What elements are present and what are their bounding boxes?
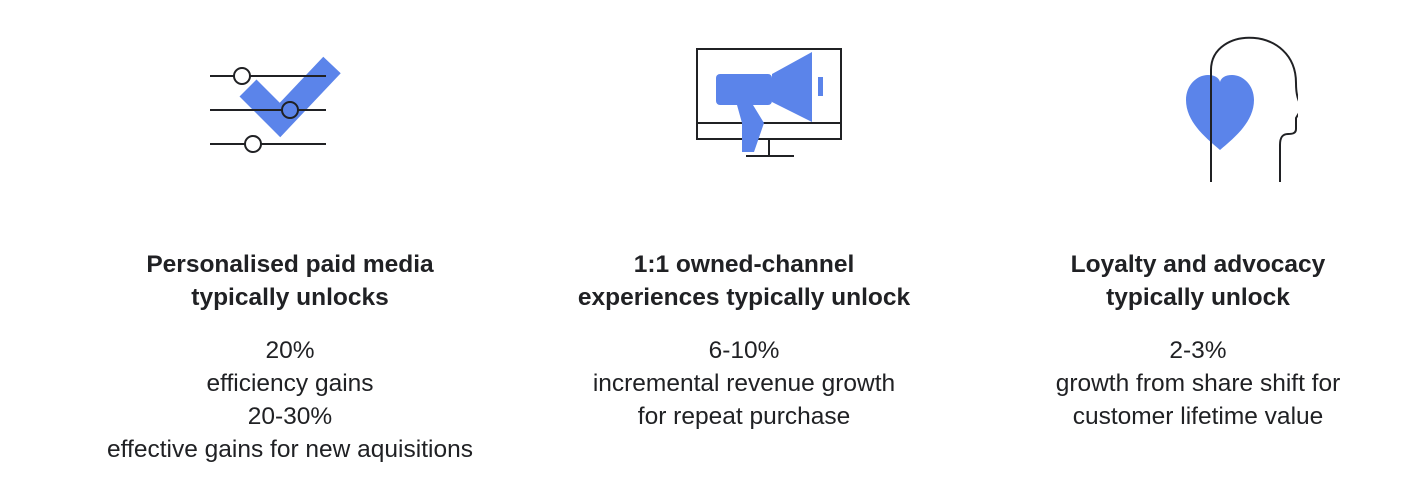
stat-value: 6-10% xyxy=(708,337,780,364)
stat-description: effective gains for new aquisitions xyxy=(107,436,473,463)
stat-description: incremental revenue growth xyxy=(592,370,896,397)
stat-description: for repeat purchase xyxy=(637,403,851,430)
stat-value: 20-30% xyxy=(247,403,333,430)
head-heart-icon xyxy=(1098,30,1298,195)
column-stats: 20% efficiency gains 20-30% effective ga… xyxy=(60,334,520,466)
heading-line: typically unlock xyxy=(1106,284,1290,311)
heading-line: experiences typically unlock xyxy=(577,284,911,311)
stat-description: efficiency gains xyxy=(206,370,374,397)
heading-line: Loyalty and advocacy xyxy=(1070,251,1326,278)
column-heading: Personalised paid media typically unlock… xyxy=(60,248,520,314)
column-stats: 6-10% incremental revenue growth for rep… xyxy=(514,334,974,433)
column-paid-media: Personalised paid media typically unlock… xyxy=(60,0,520,492)
column-loyalty: Loyalty and advocacy typically unlock 2-… xyxy=(968,0,1428,492)
monitor-megaphone-icon xyxy=(644,30,844,195)
stat-value: 2-3% xyxy=(1169,337,1227,364)
heading-line: Personalised paid media xyxy=(146,251,434,278)
column-heading: Loyalty and advocacy typically unlock xyxy=(968,248,1428,314)
stat-description: growth from share shift for xyxy=(1055,370,1341,397)
sliders-checkmark-icon xyxy=(190,30,390,195)
stat-description: customer lifetime value xyxy=(1072,403,1324,430)
column-stats: 2-3% growth from share shift for custome… xyxy=(968,334,1428,433)
heading-line: typically unlocks xyxy=(191,284,389,311)
heading-line: 1:1 owned-channel xyxy=(633,251,855,278)
column-owned-channel: 1:1 owned-channel experiences typically … xyxy=(514,0,974,492)
column-heading: 1:1 owned-channel experiences typically … xyxy=(514,248,974,314)
stat-value: 20% xyxy=(265,337,315,364)
